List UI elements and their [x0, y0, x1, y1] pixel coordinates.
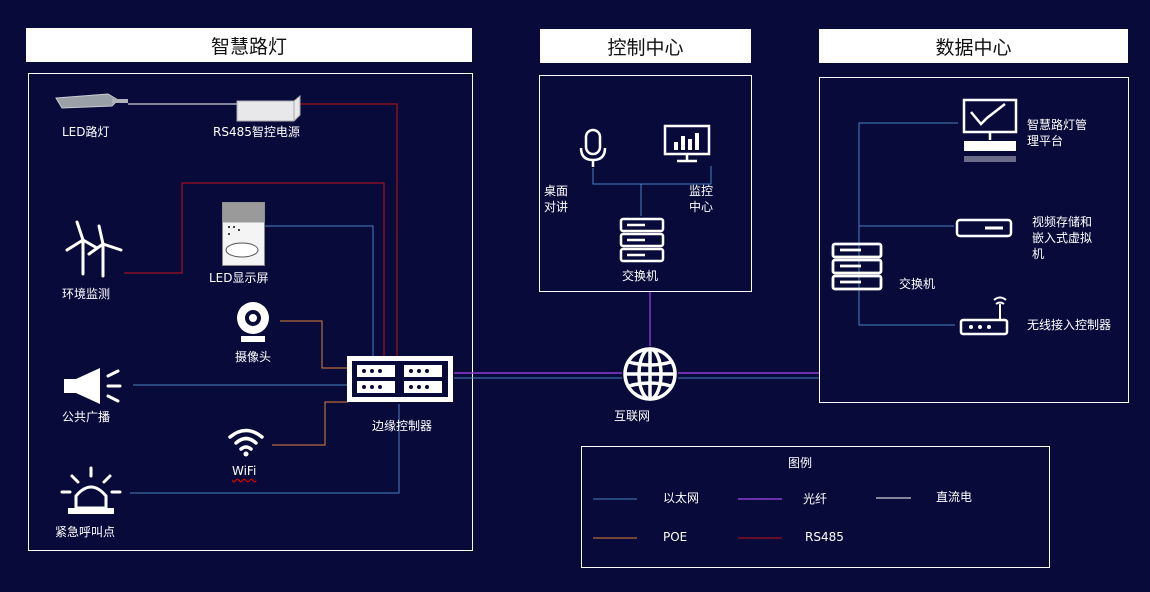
control-center-title: 控制中心	[540, 29, 751, 63]
data-center-panel	[819, 77, 1129, 403]
legend-poe-label: POE	[663, 530, 688, 544]
rs485-power-label: RS485智控电源	[213, 125, 300, 139]
platform-monitor-icon	[962, 98, 1018, 162]
storage-icon	[955, 218, 1013, 238]
legend-panel	[581, 446, 1050, 568]
alarm-light-icon	[60, 466, 122, 514]
street-lamp-icon	[55, 93, 128, 109]
smart-lighting-panel	[28, 73, 473, 551]
eth-line-cc	[592, 166, 712, 185]
emergency-call-label: 紧急呼叫点	[55, 525, 116, 539]
wireless-controller-label: 无线接入控制器	[1027, 318, 1112, 332]
speaker-icon	[64, 368, 122, 404]
smart-lighting-title: 智慧路灯	[26, 28, 472, 62]
cc-switch-label: 交换机	[622, 269, 659, 283]
eth-line-dc	[858, 122, 958, 326]
dc-switch-label: 交换机	[899, 277, 936, 291]
platform-label: 智慧路灯管理平台	[1027, 118, 1088, 148]
poe-line-camera	[280, 320, 348, 369]
monitor-chart-icon	[663, 124, 711, 163]
rs485-line-env	[124, 182, 385, 358]
legend-fiber-label: 光纤	[803, 492, 828, 506]
control-center-panel	[539, 75, 752, 292]
camera-icon	[237, 302, 269, 342]
microphone-icon	[579, 128, 607, 167]
cc-switch-icon	[619, 217, 665, 263]
legend-ethernet-label: 以太网	[663, 491, 700, 505]
legend-rs485-label: RS485	[805, 530, 844, 544]
eth-line-emergency	[130, 404, 400, 494]
legend-dc-label: 直流电	[936, 490, 973, 504]
globe-icon[interactable]	[622, 346, 678, 402]
edge-controller-label: 边缘控制器	[372, 419, 433, 433]
data-center-title: 数据中心	[819, 29, 1128, 63]
rs485-line-power	[300, 103, 398, 358]
broadcast-label: 公共广播	[62, 410, 111, 424]
led-display-icon	[222, 202, 265, 266]
edge-controller-icon[interactable]	[346, 355, 454, 403]
wifi-label: WiFi	[232, 464, 257, 478]
led-lamp-label: LED路灯	[62, 125, 110, 139]
led-display-label: LED显示屏	[209, 271, 269, 285]
power-supply-icon	[236, 95, 301, 122]
wireless-router-icon	[959, 296, 1009, 336]
env-monitor-label: 环境监测	[62, 287, 111, 301]
wind-turbine-icon	[65, 220, 123, 278]
video-storage-label: 视频存储和嵌入式虚拟机	[1032, 215, 1093, 261]
camera-label: 摄像头	[235, 350, 272, 364]
desk-intercom-label: 桌面对讲	[544, 184, 569, 214]
legend-title: 图例	[788, 456, 813, 470]
eth-line-display	[264, 225, 374, 358]
dc-switch-icon	[831, 242, 883, 291]
internet-label: 互联网	[614, 409, 651, 423]
wifi-icon	[228, 428, 264, 457]
poe-line-wifi	[272, 401, 348, 446]
monitor-center-label: 监控中心	[689, 184, 714, 214]
